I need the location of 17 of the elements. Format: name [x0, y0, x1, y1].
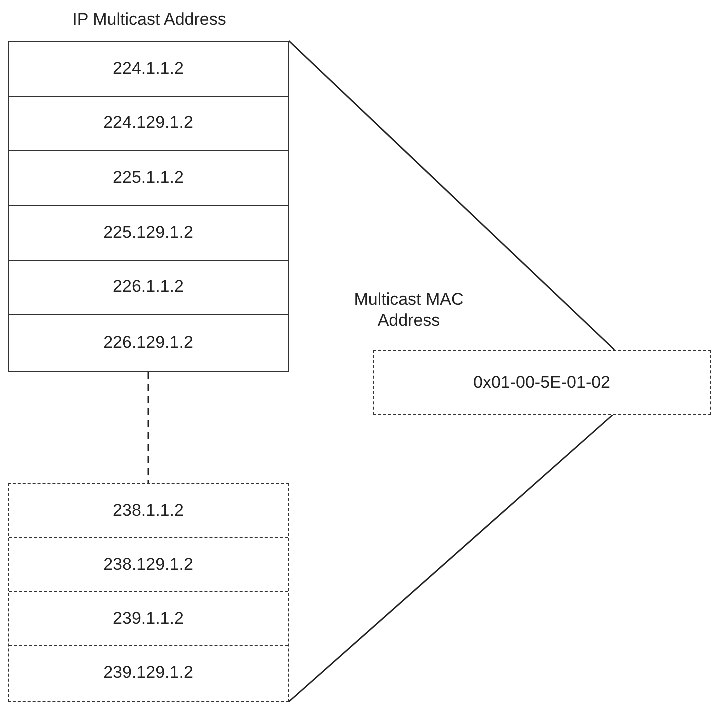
- dashed-connector-line: [148, 372, 150, 483]
- table-heading: IP Multicast Address: [72, 9, 228, 30]
- address-row: 225.1.1.2: [9, 151, 288, 206]
- address-row: 225.129.1.2: [9, 206, 288, 261]
- address-row: 224.129.1.2: [9, 96, 288, 152]
- address-row: 239.1.1.2: [9, 592, 288, 646]
- address-row: 239.129.1.2: [9, 646, 288, 700]
- address-row: 224.1.1.2: [9, 42, 288, 97]
- address-row: 226.1.1.2: [9, 260, 288, 316]
- connector-line: [288, 40, 616, 351]
- address-row: 238.1.1.2: [9, 484, 288, 538]
- address-row: 238.129.1.2: [9, 538, 288, 592]
- address-text: 0x01-00-5E-01-02: [472, 372, 612, 394]
- address-table: [8, 483, 289, 702]
- box-heading: Multicast MAC Address: [353, 289, 465, 331]
- address-row: 226.129.1.2: [9, 315, 288, 370]
- connector-line: [288, 414, 614, 703]
